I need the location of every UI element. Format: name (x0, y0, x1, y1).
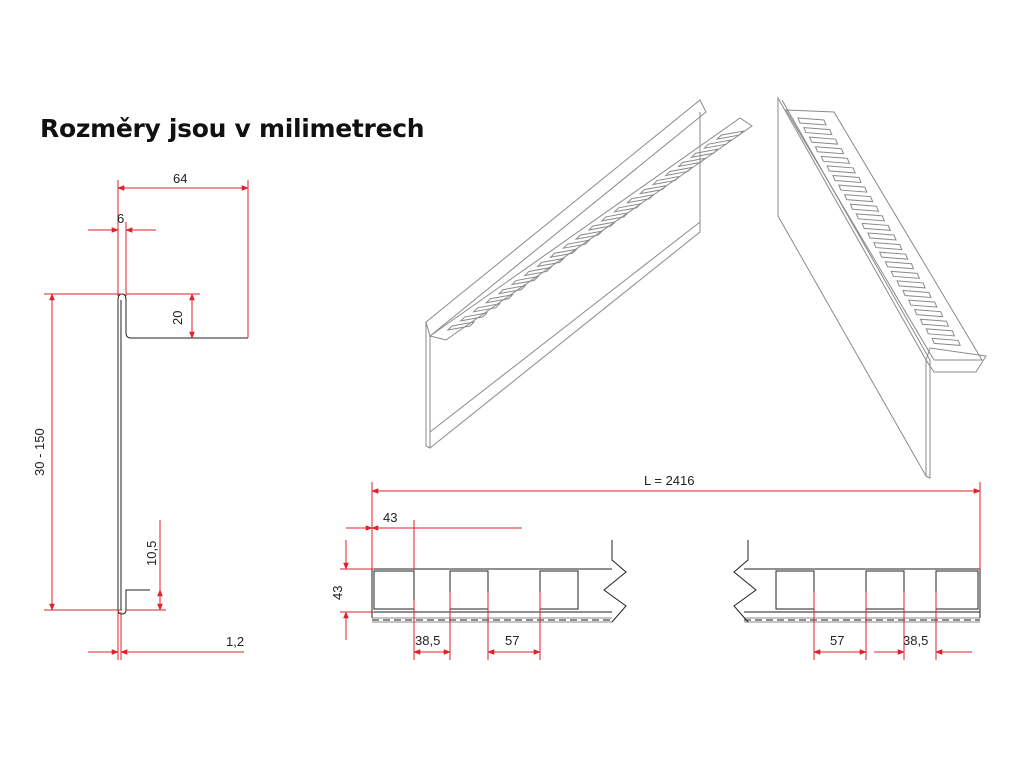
dim-top-20: 20 (126, 293, 200, 339)
slot-hole (651, 175, 681, 186)
dim-label-64: 64 (173, 171, 187, 186)
slot-hole (549, 248, 579, 259)
slot-hole (867, 232, 897, 241)
dim-label-length: L = 2416 (644, 473, 694, 488)
slot-hole (902, 289, 932, 299)
dim-pitch-left: 57 (487, 592, 541, 660)
slot-hole (536, 257, 566, 268)
dim-label-10-5: 10,5 (144, 541, 159, 566)
slot-hole (523, 266, 553, 277)
slot-hole (677, 157, 707, 168)
dim-label-43-h: 43 (383, 510, 397, 525)
slot-hole (613, 203, 643, 213)
dim-label-height: 30 - 150 (32, 428, 47, 476)
slot-hole (446, 321, 476, 331)
dim-height-range: 30 - 150 (32, 293, 122, 611)
dim-label-57-left: 57 (505, 633, 519, 648)
slot-hole (878, 251, 909, 260)
slot-hole (849, 203, 880, 212)
slot-hole (574, 230, 604, 240)
slot-hole (459, 312, 489, 322)
slot-hole (890, 270, 921, 279)
dim-label-20: 20 (170, 311, 185, 325)
slot-hole (625, 193, 655, 204)
slot-hole (484, 293, 514, 304)
slot-hole (873, 242, 903, 251)
dim-bottom-10-5: 10,5 (126, 520, 166, 611)
slot-hole (908, 299, 938, 308)
dim-label-43-v: 43 (330, 586, 345, 600)
slot-hole (808, 136, 839, 145)
page-title: Rozměry jsou v milimetrech (40, 114, 425, 143)
slot-hole (826, 165, 856, 174)
dim-label-38-5-left: 38,5 (415, 633, 440, 648)
slot-hole (775, 570, 815, 610)
isometric-view-front (425, 99, 753, 450)
dim-pitch-right: 57 (813, 592, 867, 660)
dim-label-6: 6 (117, 211, 124, 226)
slot-hole (472, 303, 502, 313)
slot-hole (702, 139, 732, 149)
slot-hole (510, 275, 540, 286)
slot-hole (820, 155, 851, 164)
dim-length: L = 2416 (371, 473, 981, 570)
dim-thickness-1-2: 1,2 (88, 612, 244, 660)
slot-hole (373, 570, 415, 610)
dim-width-64: 64 (117, 171, 249, 338)
slot-hole (539, 570, 579, 610)
slot-hole (600, 212, 630, 222)
slot-hole (931, 337, 961, 346)
slot-hole (690, 148, 720, 159)
slot-hole (449, 570, 489, 610)
slot-hole (861, 222, 891, 231)
slot-hole (896, 280, 926, 289)
slot-hole (855, 213, 886, 222)
strip-detail (371, 540, 981, 623)
dim-first-offset: 43 (346, 510, 522, 570)
slot-hole (925, 328, 956, 337)
slot-hole (664, 166, 694, 177)
slot-hole (935, 570, 979, 610)
dim-lip-6: 6 (88, 211, 156, 296)
dim-label-1-2: 1,2 (226, 634, 244, 649)
slot-hole (587, 221, 617, 231)
slot-hole (865, 570, 905, 610)
slot-hole (561, 239, 591, 249)
slot-hole (638, 184, 668, 195)
slot-hole (913, 309, 944, 318)
slot-hole (884, 261, 915, 270)
isometric-view-back (777, 96, 987, 479)
slot-hole (919, 318, 950, 327)
slot-hole (715, 130, 745, 140)
profile-cross-section (117, 293, 248, 615)
dim-label-57-right: 57 (830, 633, 844, 648)
dim-label-38-5-right: 38,5 (903, 633, 928, 648)
slot-hole (814, 146, 845, 155)
dim-gap-left: 38,5 (413, 592, 451, 660)
slot-hole (803, 127, 833, 136)
slot-hole (838, 184, 868, 193)
slot-hole (797, 117, 827, 126)
dim-hole-height: 43 (330, 540, 374, 640)
dim-gap-right: 38,5 (874, 592, 972, 660)
slot-hole (497, 284, 527, 295)
slot-hole (832, 174, 862, 184)
slot-hole (843, 194, 874, 203)
